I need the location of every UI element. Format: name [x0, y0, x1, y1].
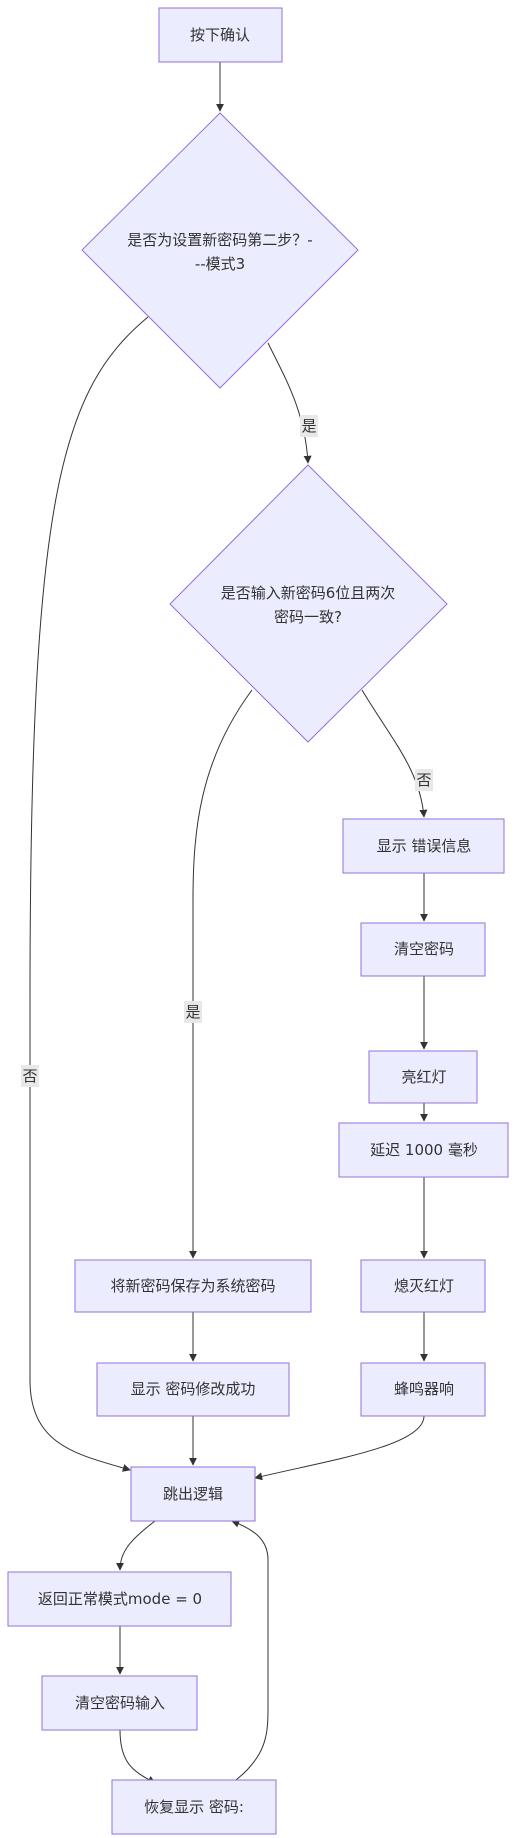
node-clear-input: 清空密码输入	[41, 1675, 198, 1731]
svg-text:是: 是	[185, 1003, 200, 1021]
edge-match-no	[361, 689, 428, 818]
node-delay: 延迟 1000 毫秒	[338, 1122, 509, 1178]
svg-text:显示 错误信息: 显示 错误信息	[377, 837, 472, 855]
svg-text:将新密码保存为系统密码: 将新密码保存为系统密码	[110, 1277, 275, 1295]
svg-text:--模式3: --模式3	[195, 255, 245, 273]
svg-text:密码一致?: 密码一致?	[274, 608, 342, 626]
node-clear-password: 清空密码	[360, 922, 486, 977]
edge-mode3-no	[29, 316, 149, 1472]
node-exit-logic: 跳出逻辑	[130, 1466, 256, 1522]
edge-label-match-yes: 是	[184, 1001, 202, 1023]
edge-restore-to-exit	[231, 1519, 269, 1784]
node-restore-display: 恢复显示 密码:	[111, 1779, 277, 1835]
svg-text:否: 否	[22, 1067, 37, 1085]
node-return-mode: 返回正常模式mode = 0	[7, 1571, 232, 1627]
svg-text:蜂鸣器响: 蜂鸣器响	[394, 1380, 454, 1398]
edge-match-yes	[189, 689, 253, 1259]
svg-text:按下确认: 按下确认	[190, 26, 250, 44]
node-red-led-off: 熄灭红灯	[360, 1259, 486, 1313]
edge-label-match-no: 否	[415, 769, 433, 791]
svg-text:亮红灯: 亮红灯	[401, 1068, 446, 1086]
node-decision-mode3: 是否为设置新密码第二步？- --模式3	[81, 112, 359, 389]
node-show-error: 显示 错误信息	[342, 818, 505, 874]
svg-text:是: 是	[301, 417, 316, 435]
edge-clearinput-to-restore	[119, 1729, 156, 1784]
edge-mode3-yes	[267, 342, 312, 464]
node-decision-match: 是否输入新密码6位且两次 密码一致?	[169, 464, 448, 743]
edge-label-mode3-yes: 是	[300, 415, 318, 437]
edge-buzzer-to-exit	[254, 1415, 425, 1481]
node-show-success: 显示 密码修改成功	[96, 1362, 290, 1417]
svg-text:恢复显示 密码:: 恢复显示 密码:	[144, 1798, 244, 1816]
node-buzzer: 蜂鸣器响	[360, 1362, 486, 1417]
node-save-password: 将新密码保存为系统密码	[74, 1259, 312, 1313]
svg-text:否: 否	[416, 771, 431, 789]
svg-text:返回正常模式mode = 0: 返回正常模式mode = 0	[38, 1590, 202, 1608]
svg-text:熄灭红灯: 熄灭红灯	[394, 1277, 454, 1295]
svg-text:显示 密码修改成功: 显示 密码修改成功	[131, 1380, 256, 1398]
node-red-led-on: 亮红灯	[368, 1050, 478, 1104]
svg-text:清空密码: 清空密码	[394, 940, 454, 958]
svg-text:延迟 1000 毫秒: 延迟 1000 毫秒	[370, 1141, 478, 1159]
edge-exit-to-return	[116, 1520, 156, 1571]
svg-text:跳出逻辑: 跳出逻辑	[163, 1485, 223, 1503]
svg-text:清空密码输入: 清空密码输入	[75, 1694, 165, 1712]
svg-text:是否为设置新密码第二步？-: 是否为设置新密码第二步？-	[127, 231, 312, 249]
edge-label-mode3-no: 否	[21, 1065, 39, 1087]
node-press-confirm: 按下确认	[158, 7, 283, 63]
svg-text:是否输入新密码6位且两次: 是否输入新密码6位且两次	[221, 584, 396, 602]
